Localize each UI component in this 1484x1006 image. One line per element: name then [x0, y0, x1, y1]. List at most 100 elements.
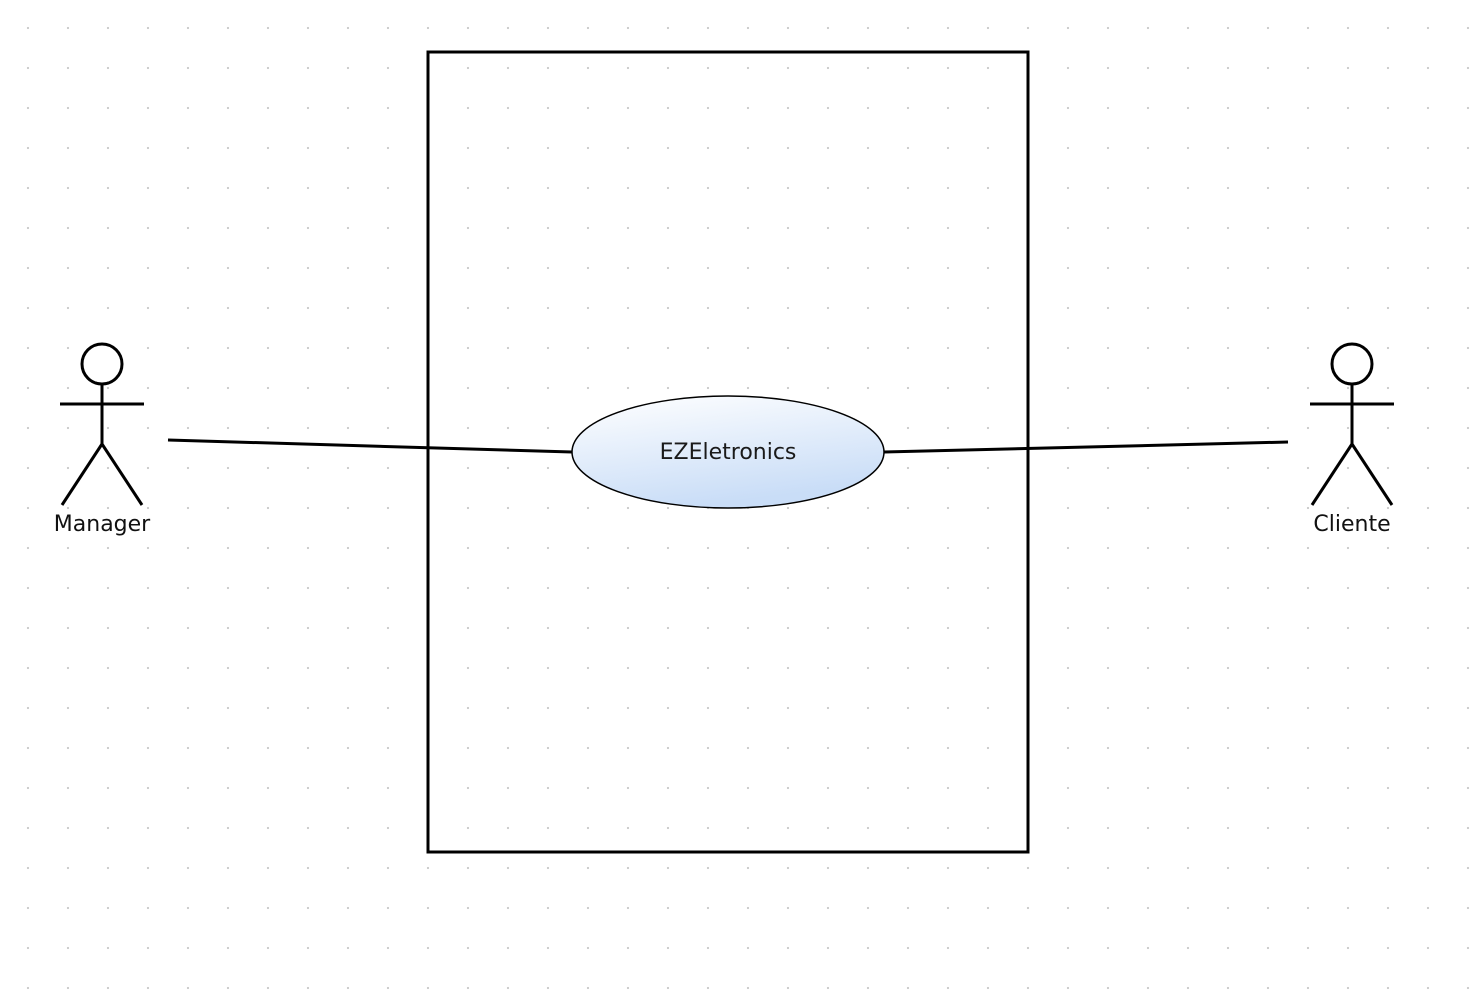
- grid-dot: [746, 546, 750, 550]
- grid-dot: [666, 346, 670, 350]
- grid-dot: [1186, 826, 1190, 830]
- grid-dot: [706, 26, 710, 30]
- grid-dot: [146, 866, 150, 870]
- grid-dot: [986, 626, 990, 630]
- actor-cliente[interactable]: Cliente: [1310, 342, 1394, 537]
- grid-dot: [746, 146, 750, 150]
- grid-dot: [1226, 346, 1230, 350]
- grid-dot: [66, 346, 70, 350]
- grid-dot: [1306, 266, 1310, 270]
- grid-dot: [466, 306, 470, 310]
- grid-dot: [1226, 666, 1230, 670]
- grid-dot: [946, 66, 950, 70]
- grid-dot: [1346, 466, 1350, 470]
- grid-dot: [66, 786, 70, 790]
- grid-dot: [26, 266, 30, 270]
- grid-dot: [666, 106, 670, 110]
- grid-dot: [1146, 66, 1150, 70]
- grid-dot: [826, 826, 830, 830]
- grid-dot: [346, 626, 350, 630]
- grid-dot: [1346, 426, 1350, 430]
- grid-dot: [706, 386, 710, 390]
- use-case-ezeletronics[interactable]: EZEletronics: [571, 395, 885, 509]
- grid-dot: [706, 866, 710, 870]
- grid-dot: [1066, 386, 1070, 390]
- grid-dot: [186, 306, 190, 310]
- use-case-ellipse[interactable]: [571, 395, 885, 509]
- grid-dot: [986, 346, 990, 350]
- grid-dot: [1106, 946, 1110, 950]
- grid-dot: [546, 946, 550, 950]
- association-manager-ezeletronics[interactable]: [167, 438, 573, 454]
- grid-dot: [986, 946, 990, 950]
- grid-dot: [946, 906, 950, 910]
- association-cliente-ezeletronics[interactable]: [883, 440, 1289, 454]
- grid-dot: [1266, 226, 1270, 230]
- grid-dot: [1466, 106, 1470, 110]
- grid-dot: [186, 466, 190, 470]
- grid-dot: [386, 26, 390, 30]
- grid-dot: [866, 706, 870, 710]
- grid-dot: [466, 186, 470, 190]
- grid-dot: [1386, 826, 1390, 830]
- grid-dot: [1186, 786, 1190, 790]
- grid-dot: [1226, 306, 1230, 310]
- grid-dot: [346, 346, 350, 350]
- grid-dot: [146, 106, 150, 110]
- grid-dot: [946, 346, 950, 350]
- grid-dot: [866, 786, 870, 790]
- grid-dot: [746, 306, 750, 310]
- grid-dot: [746, 226, 750, 230]
- grid-dot: [466, 546, 470, 550]
- grid-dot: [946, 26, 950, 30]
- grid-dot: [1426, 586, 1430, 590]
- grid-dot: [186, 986, 190, 990]
- grid-dot: [826, 546, 830, 550]
- grid-dot: [1226, 466, 1230, 470]
- grid-dot: [1066, 106, 1070, 110]
- system-boundary[interactable]: [426, 50, 1030, 854]
- grid-dot: [66, 266, 70, 270]
- grid-dot: [1386, 986, 1390, 990]
- grid-dot: [546, 106, 550, 110]
- grid-dot: [146, 226, 150, 230]
- grid-dot: [186, 786, 190, 790]
- grid-dot: [186, 106, 190, 110]
- grid-dot: [26, 146, 30, 150]
- grid-dot: [1106, 426, 1110, 430]
- grid-dot: [386, 226, 390, 230]
- grid-dot: [26, 866, 30, 870]
- grid-dot: [786, 786, 790, 790]
- actor-label: Manager: [54, 512, 151, 537]
- grid-dot: [586, 106, 590, 110]
- grid-dot: [626, 786, 630, 790]
- grid-dot: [746, 346, 750, 350]
- grid-dot: [266, 106, 270, 110]
- grid-dot: [746, 826, 750, 830]
- grid-dot: [826, 506, 830, 510]
- grid-dot: [226, 746, 230, 750]
- grid-dot: [1306, 386, 1310, 390]
- actor-manager[interactable]: Manager: [54, 342, 151, 537]
- grid-dot: [266, 666, 270, 670]
- grid-dot: [106, 146, 110, 150]
- grid-dot: [1346, 186, 1350, 190]
- grid-dot: [1266, 506, 1270, 510]
- grid-dot: [906, 826, 910, 830]
- grid-dot: [1146, 386, 1150, 390]
- grid-dot: [226, 666, 230, 670]
- grid-dot: [266, 706, 270, 710]
- grid-dot: [1186, 546, 1190, 550]
- grid-dot: [1186, 466, 1190, 470]
- grid-dot: [1066, 266, 1070, 270]
- grid-dot: [1266, 466, 1270, 470]
- grid-dot: [346, 306, 350, 310]
- grid-dot: [786, 346, 790, 350]
- grid-dot: [626, 546, 630, 550]
- grid-dot: [506, 786, 510, 790]
- grid-dot: [666, 626, 670, 630]
- grid-dot: [826, 226, 830, 230]
- grid-dot: [1146, 266, 1150, 270]
- grid-dot: [266, 946, 270, 950]
